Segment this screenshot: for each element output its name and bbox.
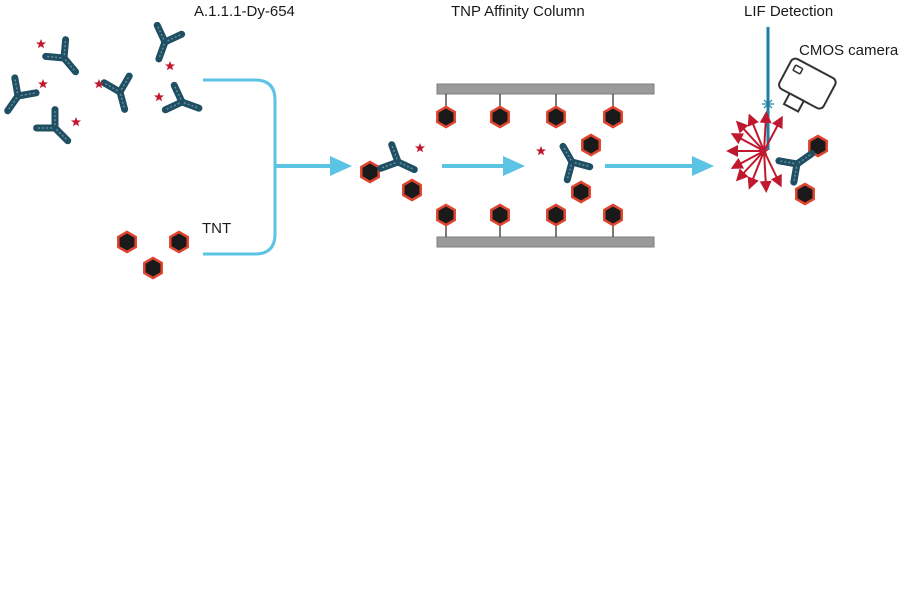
dye-star-icon	[165, 61, 175, 71]
tnt-hexagon-icon	[795, 182, 815, 206]
tnt-hexagon-icon	[436, 203, 456, 227]
immobilized-tnp-bottom	[445, 224, 614, 237]
tnt-hexagon-icon	[490, 105, 510, 129]
dye-star-icon	[38, 79, 48, 89]
tnt-hexagon-icon	[402, 178, 422, 202]
tnt-hexagon-icon	[571, 180, 591, 204]
laser-spot-icon	[762, 98, 774, 110]
tnt-group	[117, 230, 189, 280]
tnt-hexagon-icon	[143, 256, 163, 280]
tnt-hexagon-icon	[546, 105, 566, 129]
immunocomplex	[360, 143, 425, 202]
camera-icon	[778, 57, 837, 113]
affinity-column	[436, 83, 655, 248]
antibody-icon	[165, 85, 203, 120]
immobilized-tnp-top	[445, 94, 614, 108]
tnt-hexagon-icon	[581, 133, 601, 157]
tnt-hexagon-icon	[603, 203, 623, 227]
flow-arrowhead-3	[692, 156, 714, 176]
flow-arrowhead-2	[503, 156, 525, 176]
antibody-icon	[46, 40, 86, 80]
tnt-hexagon-icon	[546, 203, 566, 227]
antibody-label: A.1.1.1-Dy-654	[194, 3, 295, 20]
dye-star-icon	[536, 146, 546, 156]
immunocomplex	[536, 133, 601, 204]
lif-detection-label: LIF Detection	[744, 3, 833, 20]
tnt-label: TNT	[202, 220, 231, 237]
immunocomplex	[779, 134, 828, 206]
antibody-cluster	[0, 25, 203, 150]
dye-star-icon	[71, 117, 81, 127]
antibody-icon	[381, 145, 420, 182]
dye-star-icon	[415, 143, 425, 153]
tnt-hexagon-icon	[436, 105, 456, 129]
lif-detection	[726, 27, 837, 206]
dye-star-icon	[36, 39, 46, 49]
tnt-hexagon-icon	[169, 230, 189, 254]
antibody-icon	[104, 76, 137, 113]
antibody-icon	[0, 78, 36, 118]
tnt-hexagon-icon	[360, 160, 380, 184]
emission-rays	[726, 111, 783, 193]
tnt-hexagon-icon	[603, 105, 623, 129]
antibody-icon	[147, 25, 182, 63]
camera-label: CMOS camera	[799, 42, 899, 59]
dye-star-icon	[154, 92, 164, 102]
tnt-hexagon-icon	[490, 203, 510, 227]
tnt-hexagon-icon	[117, 230, 137, 254]
antibody-icon	[37, 110, 77, 150]
column-wall-top	[436, 83, 655, 95]
column-wall-bottom	[436, 236, 655, 248]
column-label: TNP Affinity Column	[451, 3, 585, 20]
flow-arrowhead-1	[330, 156, 352, 176]
